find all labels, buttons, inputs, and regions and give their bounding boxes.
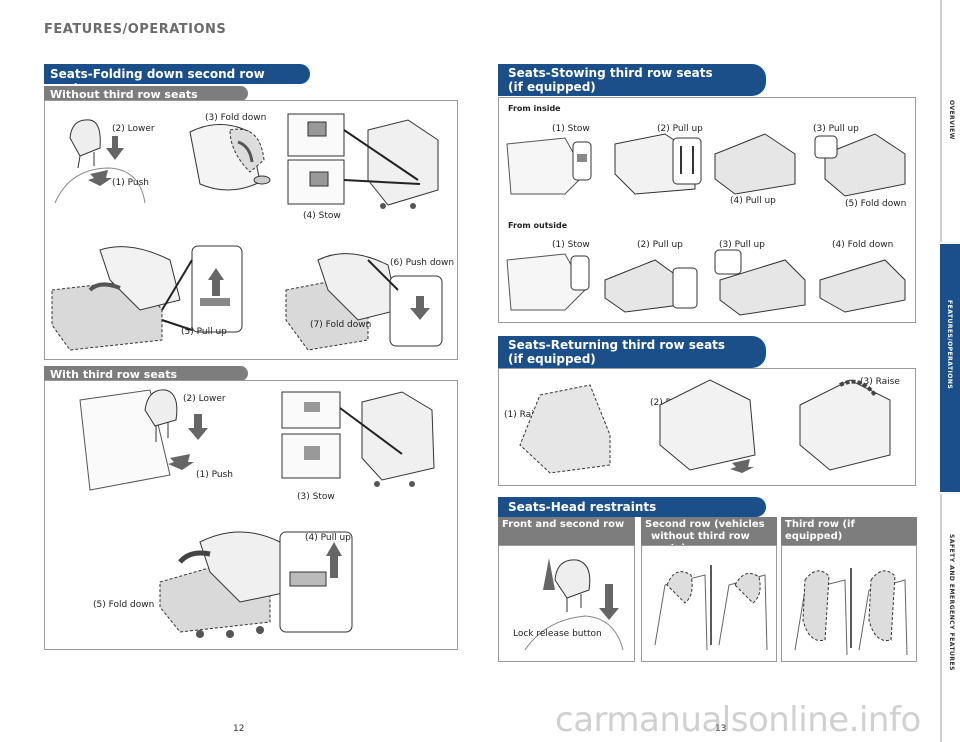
returning-panel: [498, 368, 916, 486]
with-label-4-pull: (4) Pull up: [305, 533, 351, 543]
col-second-line1: Second row (vehicles: [645, 519, 765, 530]
without-label-4-stow: (4) Stow: [303, 211, 341, 221]
return-label-1-raise: (1) Raise: [504, 410, 544, 420]
without-label-7-fold: (7) Fold down: [310, 320, 372, 330]
with-third-row-bar: With third row seats: [44, 366, 248, 381]
watermark: carmanualsonline.info: [555, 700, 921, 740]
stowing-title-line2: (if equipped): [508, 80, 596, 94]
sidebar-tab-features-label: FEATURES/OPERATIONS: [946, 300, 953, 390]
without-label-1-push: (1) Push: [112, 178, 149, 188]
sidebar-tab-overview[interactable]: OVERVIEW: [940, 0, 960, 242]
page-number-left: 12: [233, 724, 245, 734]
with-stow-illustration: [281, 391, 435, 487]
with-label-2-lower: (2) Lower: [183, 394, 226, 404]
return-label-3-raise: (3) Raise: [860, 377, 900, 387]
seat-fold-down-illustration: [189, 124, 271, 191]
with-fold-down-illustration: [159, 531, 353, 638]
returning-section-title: Seats-Returning third row seats (if equi…: [498, 336, 766, 368]
inside-label-1-stow: (1) Stow: [552, 124, 590, 134]
col-second-row: Second row (vehicles without third row s…: [641, 517, 777, 554]
outside-label-4-fold: (4) Fold down: [832, 240, 894, 250]
stowing-panel: [498, 97, 916, 323]
head-panel-front: [498, 545, 635, 662]
page-number-right: 13: [715, 724, 727, 734]
stow-inside-illustrations: [506, 133, 906, 197]
lock-release-label: Lock release button: [513, 629, 602, 639]
stow-outside-illustrations: [506, 249, 906, 316]
sidebar-tab-safety-label: SAFETY AND EMERGENCY FEATURES: [948, 534, 955, 671]
returning-title-line1: Seats-Returning third row seats: [508, 338, 726, 352]
head-restraints-text: Seats-Head restraints: [508, 500, 657, 514]
headrest-third-illustration: [794, 568, 908, 656]
outside-label-2-pull: (2) Pull up: [637, 240, 683, 250]
with-label-3-stow: (3) Stow: [297, 492, 335, 502]
without-label-6-push: (6) Push down: [390, 258, 455, 268]
returning-title-line2: (if equipped): [508, 352, 596, 366]
section-header: FEATURES/OPERATIONS: [44, 22, 227, 37]
head-panel-second: [641, 545, 777, 662]
col-third-row: Third row (if equipped): [781, 517, 917, 545]
inside-label-3-pull: (4) Pull up: [730, 196, 776, 206]
sidebar-tab-overview-label: OVERVIEW: [948, 100, 955, 140]
headrest-second-illustration: [654, 565, 768, 651]
headrest-front-illustration: [524, 558, 624, 651]
col-front-second: Front and second row: [498, 517, 635, 545]
without-label-3-fold: (3) Fold down: [205, 113, 267, 123]
returning-illustrations: [519, 379, 891, 474]
without-label-2-lower: (2) Lower: [112, 124, 155, 134]
head-restraints-title: Seats-Head restraints: [498, 497, 766, 517]
outside-label-3-pull: (3) Pull up: [719, 240, 765, 250]
sidebar-tab-safety[interactable]: SAFETY AND EMERGENCY FEATURES: [940, 494, 960, 742]
from-outside-label: From outside: [508, 221, 568, 230]
inside-label-4-pull: (3) Pull up: [813, 124, 859, 134]
head-panel-third: [781, 545, 917, 662]
seat-stow-illustration: [287, 113, 439, 209]
without-third-row-panel: [44, 100, 458, 360]
seat-pull-up-illustration: [51, 245, 243, 351]
folding-section-title: Seats-Folding down second row seats: [44, 64, 310, 95]
col-second-line2: without third row seats): [651, 531, 750, 554]
without-third-row-bar: Without third row seats: [44, 86, 248, 101]
outside-label-1-stow: (1) Stow: [552, 240, 590, 250]
with-third-row-panel: [44, 380, 458, 650]
inside-label-5-fold: (5) Fold down: [845, 199, 907, 209]
seat-push-fold-illustration: [285, 253, 443, 351]
from-inside-label: From inside: [508, 104, 561, 113]
inside-label-2-pull: (2) Pull up: [657, 124, 703, 134]
stowing-section-title: Seats-Stowing third row seats (if equipp…: [498, 64, 766, 96]
headrest-lower-illustration: [54, 119, 146, 204]
with-headrest-illustration: [79, 389, 208, 491]
without-label-5-pull: (5) Pull up: [181, 327, 227, 337]
with-label-1-push: (1) Push: [196, 470, 233, 480]
with-label-5-fold: (5) Fold down: [93, 600, 155, 610]
sidebar-tab-features[interactable]: FEATURES/OPERATIONS: [940, 244, 960, 492]
stowing-title-line1: Seats-Stowing third row seats: [508, 66, 713, 80]
